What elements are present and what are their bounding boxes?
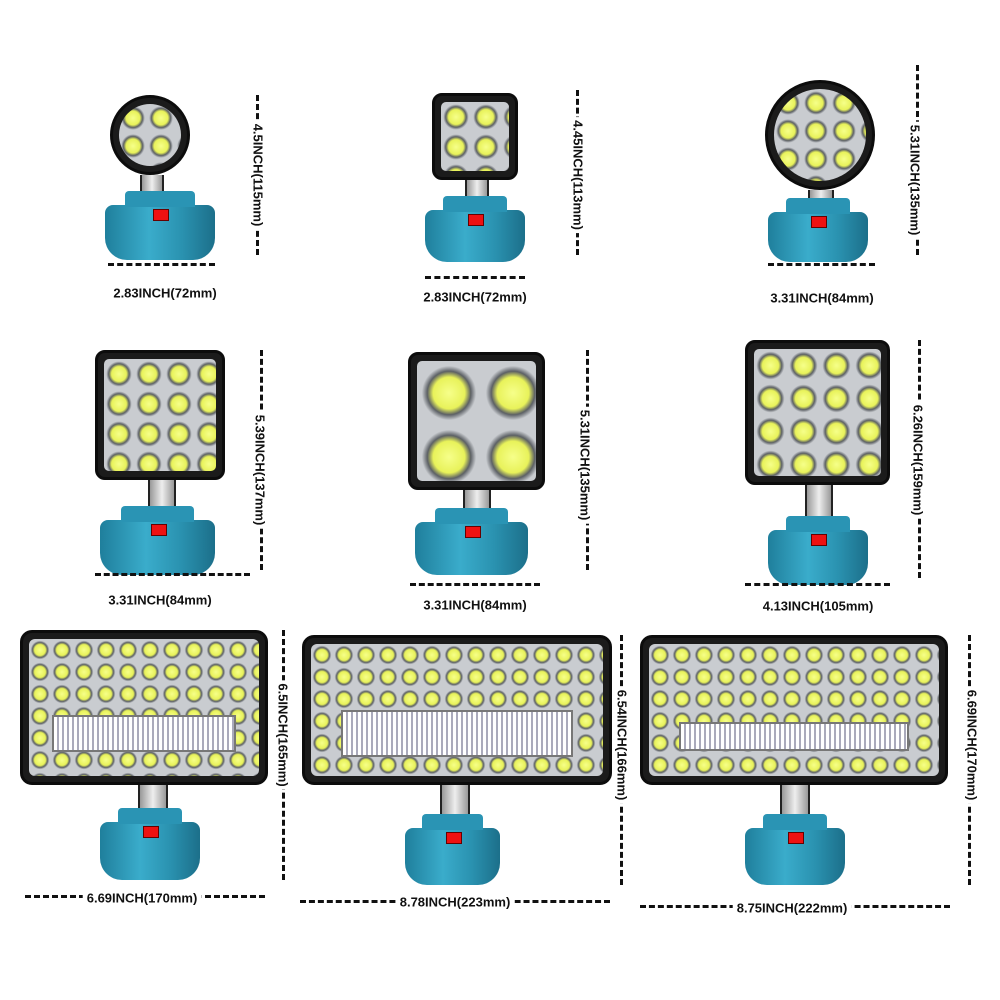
- width-dimension-line: [410, 583, 540, 586]
- height-label: 6.69INCH(170mm): [964, 686, 980, 804]
- width-label: 8.75INCH(222mm): [732, 900, 852, 916]
- height-label: 6.54INCH(166mm): [614, 686, 630, 804]
- width-dimension-line: [425, 276, 525, 279]
- battery-adapter-base: [405, 814, 500, 885]
- lamp-head: [408, 352, 545, 490]
- height-label: 5.39INCH(137mm): [252, 411, 268, 529]
- height-label: 5.31INCH(135mm): [577, 406, 593, 524]
- height-label: 4.45INCH(113mm): [570, 117, 586, 233]
- lamp-head: [110, 95, 190, 175]
- width-label: 2.83INCH(72mm): [419, 289, 531, 305]
- power-switch-icon: [468, 214, 484, 226]
- battery-adapter-base: [100, 808, 200, 880]
- height-label: 5.31INCH(135mm): [907, 121, 923, 239]
- width-label: 3.31INCH(84mm): [104, 592, 216, 608]
- power-switch-icon: [788, 832, 804, 844]
- power-switch-icon: [811, 216, 827, 228]
- width-label: 8.78INCH(223mm): [395, 894, 515, 910]
- power-switch-icon: [445, 832, 462, 844]
- battery-adapter-base: [768, 516, 868, 585]
- lamp-head: [765, 80, 875, 190]
- battery-adapter-base: [415, 508, 528, 575]
- lamp-head: [95, 350, 225, 480]
- height-label: 6.26INCH(159mm): [910, 401, 926, 519]
- width-dimension-line: [768, 263, 875, 266]
- width-label: 4.13INCH(105mm): [758, 598, 878, 614]
- width-label: 2.83INCH(72mm): [109, 285, 221, 301]
- width-label: 6.69INCH(170mm): [82, 890, 202, 906]
- width-dimension-line: [745, 583, 890, 586]
- lamp-head: [302, 635, 612, 785]
- width-dimension-line: [108, 263, 215, 266]
- power-switch-icon: [150, 524, 167, 536]
- width-dimension-line: [95, 573, 250, 576]
- lamp-head: [432, 93, 518, 180]
- height-label: 4.5INCH(115mm): [250, 120, 266, 230]
- battery-adapter-base: [768, 198, 868, 262]
- power-switch-icon: [143, 826, 159, 838]
- width-label: 3.31INCH(84mm): [419, 597, 531, 613]
- battery-adapter-base: [100, 506, 215, 575]
- power-switch-icon: [153, 209, 169, 221]
- lamp-head: [20, 630, 268, 785]
- battery-adapter-base: [425, 196, 525, 262]
- width-label: 3.31INCH(84mm): [766, 290, 878, 306]
- battery-adapter-base: [105, 191, 215, 260]
- lamp-head: [640, 635, 948, 785]
- battery-adapter-base: [745, 814, 845, 885]
- power-switch-icon: [464, 526, 481, 538]
- power-switch-icon: [811, 534, 827, 546]
- height-label: 6.5INCH(165mm): [275, 680, 291, 790]
- lamp-head: [745, 340, 890, 485]
